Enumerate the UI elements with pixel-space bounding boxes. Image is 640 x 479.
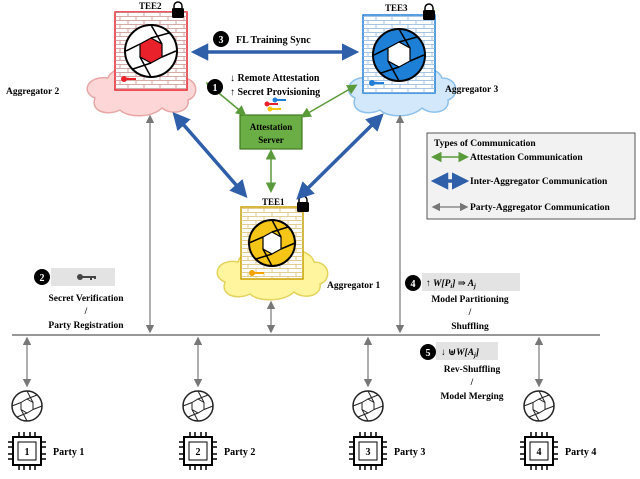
step-2-label: 2 Secret Verification / Party Registrati… [34, 268, 124, 331]
inter-aggregator-link-3-1 [296, 113, 384, 200]
cpu-chip-icon [349, 432, 387, 470]
legend-item-party-aggregator: Party-Aggregator Communication [470, 203, 610, 213]
tee3-label: TEE3 [385, 3, 408, 13]
step-3-label: 3 FL Training Sync [213, 31, 311, 47]
tee1-enclave[interactable] [240, 206, 304, 280]
party-1-label: Party 1 [53, 447, 84, 458]
aperture-shutter-icon [352, 390, 384, 422]
key-icon [121, 76, 136, 82]
step-5-line1: Rev-Shuffling [444, 365, 501, 375]
step-5-line2: / [470, 378, 474, 388]
step-2-line3: Party Registration [48, 321, 124, 331]
legend-item-inter-aggregator: Inter-Aggregator Communication [470, 177, 608, 187]
step-1-label: 1 ↓ Remote Attestation ↑ Secret Provisio… [207, 73, 320, 98]
inter-aggregator-link-2-1 [172, 112, 248, 198]
step-1-line2: ↑ Secret Provisioning [230, 87, 320, 98]
step-5-formula: ↓ ⊎W[Aj] [441, 348, 479, 359]
aperture-shutter-icon [523, 390, 555, 422]
tee3-lock-icon [423, 3, 435, 20]
aggregator-1-label: Aggregator 1 [327, 281, 380, 291]
party-4-label: Party 4 [565, 447, 596, 458]
aperture-shutter-icon [11, 390, 43, 422]
aperture-shutter-icon [372, 28, 426, 82]
svg-text:3: 3 [219, 35, 224, 46]
step-4-line1: Model Partitioning [431, 295, 509, 305]
step-4-label: 4 ↑ W[Pi] ⇒ Aj Model Partitioning / Shuf… [405, 273, 520, 332]
legend: Types of Communication Attestation Commu… [426, 132, 636, 220]
attestation-server-line1: Attestation [250, 122, 293, 132]
legend-item-attestation: Attestation Communication [470, 153, 583, 163]
aggregator-2-label: Aggregator 2 [6, 87, 59, 97]
step-3-text: FL Training Sync [236, 35, 311, 46]
svg-text:1: 1 [213, 83, 218, 94]
step-5-line3: Model Merging [440, 392, 503, 402]
step-4-line2: / [468, 308, 472, 318]
tee2-lock-icon [172, 1, 184, 18]
party-2-label: Party 2 [224, 447, 255, 458]
step-5-label: 5 ↓ ⊎W[Aj] Rev-Shuffling / Model Merging [420, 342, 504, 402]
cpu-chip-icon [8, 432, 46, 470]
party-2[interactable]: 2 Party 2 [179, 390, 255, 470]
attestation-server[interactable]: Attestation Server [239, 114, 303, 150]
tee3-enclave[interactable] [362, 14, 436, 94]
step-2-line1: Secret Verification [48, 294, 124, 304]
party-3[interactable]: 3 Party 3 [349, 390, 425, 470]
step-4-formula: ↑ W[Pi] ⇒ Aj [426, 279, 476, 290]
aperture-shutter-icon [248, 219, 296, 267]
tee1-label: TEE1 [262, 197, 285, 207]
key-icon [369, 80, 384, 86]
step-1-line1: ↓ Remote Attestation [230, 73, 320, 84]
party-1-chip-number: 1 [25, 447, 30, 458]
attestation-server-line2: Server [258, 135, 283, 145]
attestation-link-tee3 [300, 84, 358, 118]
party-4[interactable]: 4 Party 4 [520, 390, 596, 470]
key-icons-cluster [264, 97, 286, 112]
party-1[interactable]: 1 Party 1 [8, 390, 84, 470]
aperture-shutter-icon [124, 24, 178, 78]
cpu-chip-icon [179, 432, 217, 470]
svg-text:2: 2 [40, 273, 45, 284]
svg-text:4: 4 [411, 279, 416, 290]
legend-title: Types of Communication [434, 139, 536, 149]
aperture-shutter-icon [182, 390, 214, 422]
cpu-chip-icon [520, 432, 558, 470]
key-icon [249, 270, 264, 276]
tee2-enclave[interactable] [114, 11, 188, 91]
step-2-line2: / [84, 307, 88, 317]
key-icon [77, 274, 96, 280]
tee1-lock-icon [297, 195, 309, 212]
party-2-chip-number: 2 [196, 447, 201, 458]
step-4-line3: Shuffling [451, 322, 489, 332]
party-3-label: Party 3 [394, 447, 425, 458]
tee2-label: TEE2 [139, 1, 162, 11]
party-4-chip-number: 4 [537, 447, 542, 458]
svg-text:5: 5 [426, 348, 431, 359]
party-3-chip-number: 3 [366, 447, 371, 458]
aggregator-3-label: Aggregator 3 [445, 85, 498, 95]
